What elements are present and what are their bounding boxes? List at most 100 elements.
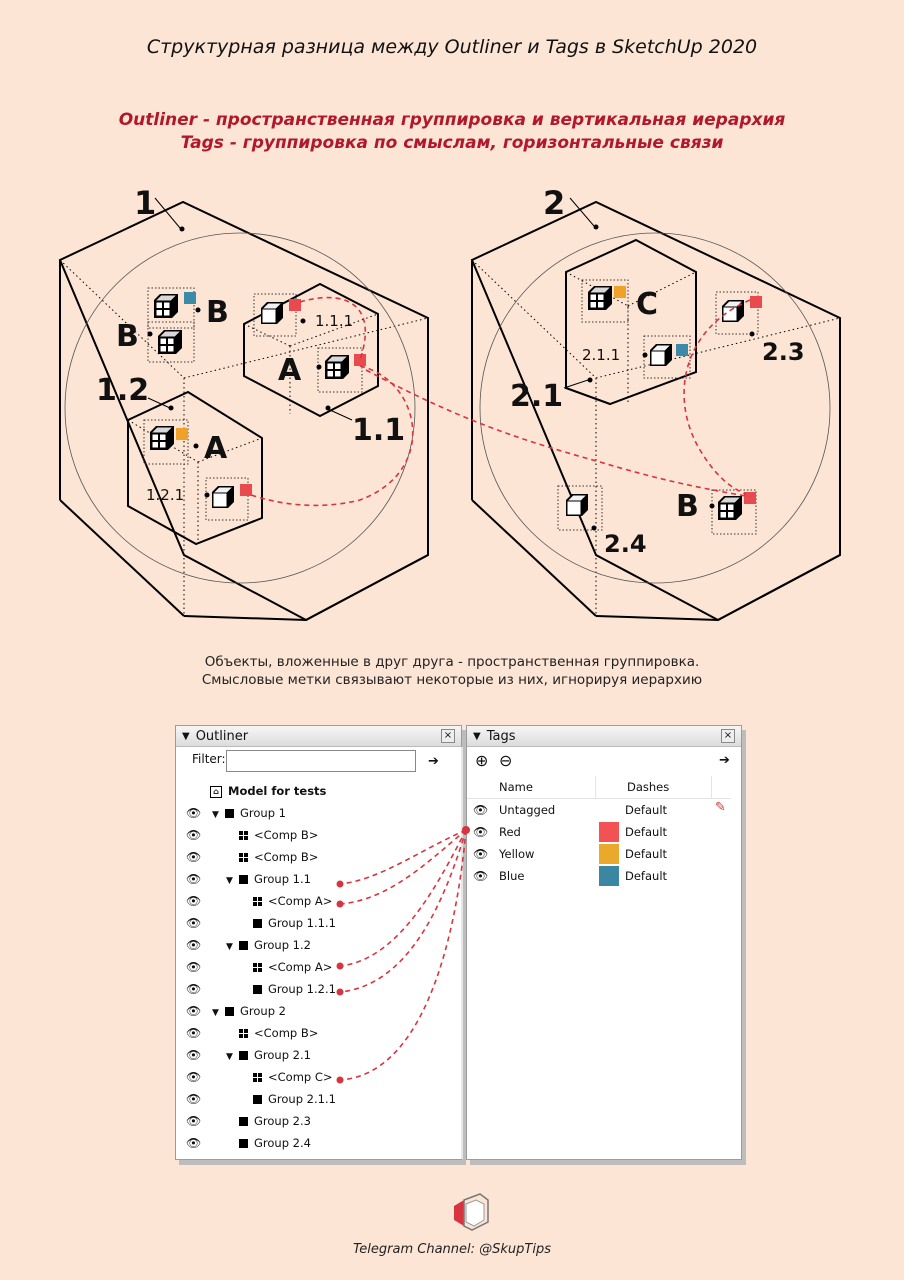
outliner-row[interactable]: 👁<Comp B> (176, 1022, 446, 1044)
eye-icon[interactable]: 👁 (186, 1026, 202, 1040)
filter-label: Filter: (192, 752, 226, 766)
eye-icon[interactable]: 👁 (186, 850, 202, 864)
tag-row[interactable]: 👁 Red Default (467, 821, 731, 843)
outliner-header[interactable]: ▼ Outliner × (176, 726, 461, 747)
caption-line-1: Объекты, вложенные в друг друга - простр… (204, 654, 700, 670)
eye-icon[interactable]: 👁 (186, 1092, 202, 1106)
remove-tag-icon[interactable]: ⊖ (499, 751, 513, 770)
tag-color-swatch[interactable] (599, 822, 619, 842)
outliner-row-label: Group 2 (240, 1004, 286, 1018)
outliner-row[interactable]: 👁▼Group 1 (176, 802, 446, 824)
tag-dashes[interactable]: Default (625, 869, 668, 883)
component-icon (239, 1029, 248, 1038)
eye-icon[interactable]: 👁 (186, 806, 202, 820)
col-name[interactable]: Name (499, 780, 533, 794)
outliner-row[interactable]: 👁 ▼ Group 2 (176, 1000, 446, 1022)
eye-icon[interactable]: 👁 (186, 1048, 202, 1062)
tag-row[interactable]: 👁 Untagged Default (467, 799, 731, 821)
eye-icon[interactable]: 👁 (186, 1004, 202, 1018)
expand-arrow-icon[interactable]: ▼ (212, 1008, 219, 1018)
eye-icon[interactable]: 👁 (186, 828, 202, 842)
expand-arrow-icon[interactable]: ▼ (226, 1052, 233, 1062)
expand-arrow-icon[interactable]: ▼ (226, 876, 233, 886)
outliner-row[interactable]: 👁▼Group 2.1 (176, 1044, 446, 1066)
label-comp-a-1-2: A (204, 431, 228, 466)
expand-arrow-icon[interactable]: ▼ (226, 942, 233, 952)
eye-icon[interactable]: 👁 (186, 1070, 202, 1084)
model-icon: ⌂ (210, 785, 222, 798)
outliner-row[interactable]: 👁 Group 2.3 (176, 1110, 446, 1132)
eye-icon[interactable]: 👁 (473, 825, 489, 839)
eye-icon[interactable]: 👁 (186, 872, 202, 886)
details-arrow-icon[interactable]: ➔ (719, 753, 730, 768)
eye-icon[interactable]: 👁 (186, 916, 202, 930)
outliner-row-label: <Comp C> (268, 1070, 333, 1084)
tag-dashes[interactable]: Default (625, 825, 668, 839)
label-comp-b-top: B (206, 295, 229, 330)
tags-column-header: Name Dashes (467, 776, 731, 799)
eye-icon[interactable]: 👁 (186, 1114, 202, 1128)
tag-name[interactable]: Blue (499, 869, 525, 883)
tag-color-swatch[interactable] (599, 866, 619, 886)
tag-dashes[interactable]: Default (625, 847, 668, 861)
collapse-triangle-icon[interactable]: ▼ (182, 730, 190, 742)
label-2-4: 2.4 (604, 530, 647, 558)
outliner-row[interactable]: 👁 <Comp C> (176, 1066, 446, 1088)
group-icon (239, 1139, 248, 1148)
outliner-row-label: Group 2.3 (254, 1114, 311, 1128)
group-icon (253, 919, 262, 928)
outliner-row-label: Group 1.2.1 (268, 982, 336, 996)
eye-icon[interactable]: 👁 (473, 869, 489, 883)
component-icon (253, 1073, 262, 1082)
outliner-row[interactable]: 👁Group 2.1.1 (176, 1088, 446, 1110)
close-icon[interactable]: × (441, 729, 455, 743)
expand-arrow-icon[interactable]: ▼ (212, 810, 219, 820)
tag-name[interactable]: Red (499, 825, 521, 839)
eye-icon[interactable]: 👁 (473, 847, 489, 861)
eye-icon[interactable]: 👁 (186, 982, 202, 996)
add-tag-icon[interactable]: ⊕ (475, 751, 489, 770)
tag-name[interactable]: Untagged (499, 803, 556, 817)
outliner-row[interactable]: 👁 <Comp A> (176, 956, 446, 978)
eye-icon[interactable]: 👁 (186, 1136, 202, 1150)
group-icon (253, 1095, 262, 1104)
component-icon (239, 853, 248, 862)
filter-input[interactable] (226, 750, 416, 772)
outliner-row[interactable]: 👁Group 2.4 (176, 1132, 446, 1154)
outliner-row-label: <Comp A> (268, 960, 333, 974)
outliner-row[interactable]: 👁<Comp B> (176, 846, 446, 868)
label-comp-b-2: B (676, 489, 699, 524)
outliner-row[interactable]: 👁Group 1.1.1 (176, 912, 446, 934)
outliner-row[interactable]: 👁<Comp A> (176, 890, 446, 912)
tag-name[interactable]: Yellow (499, 847, 535, 861)
tag-dashes[interactable]: Default (625, 803, 668, 817)
eye-icon[interactable]: 👁 (473, 803, 489, 817)
outliner-row[interactable]: 👁 Group 1.2.1 (176, 978, 446, 1000)
panel-divider (461, 747, 463, 1159)
eye-icon[interactable]: 👁 (186, 938, 202, 952)
group-icon (239, 875, 248, 884)
close-icon[interactable]: × (721, 729, 735, 743)
details-arrow-icon[interactable]: ➔ (428, 754, 439, 769)
group-icon (225, 809, 234, 818)
eye-icon[interactable]: 👁 (186, 894, 202, 908)
tag-row[interactable]: 👁 Yellow Default (467, 843, 731, 865)
caption-line-2: Смысловые метки связывают некоторые из н… (201, 672, 703, 688)
col-dashes[interactable]: Dashes (627, 780, 670, 794)
outliner-row[interactable]: 👁 <Comp B> (176, 824, 446, 846)
label-2-3: 2.3 (762, 338, 805, 366)
outliner-row[interactable]: 👁▼Group 1.2 (176, 934, 446, 956)
red-tag-links (247, 296, 751, 507)
outliner-panel: ▼ Outliner × Filter: ➔ ⌂Model for tests … (175, 725, 463, 1160)
label-comp-a-1-1: A (278, 353, 302, 388)
tags-header[interactable]: ▼ Tags × (467, 726, 741, 747)
model-row[interactable]: ⌂Model for tests (210, 780, 326, 802)
label-box-2: 2 (543, 184, 565, 222)
outliner-row-label: <Comp B> (254, 828, 319, 842)
tag-row[interactable]: 👁 Blue Default (467, 865, 731, 887)
outliner-row[interactable]: 👁▼Group 1.1 (176, 868, 446, 890)
pencil-icon[interactable]: ✎ (715, 800, 726, 815)
collapse-triangle-icon[interactable]: ▼ (473, 730, 481, 742)
eye-icon[interactable]: 👁 (186, 960, 202, 974)
tag-color-swatch[interactable] (599, 844, 619, 864)
